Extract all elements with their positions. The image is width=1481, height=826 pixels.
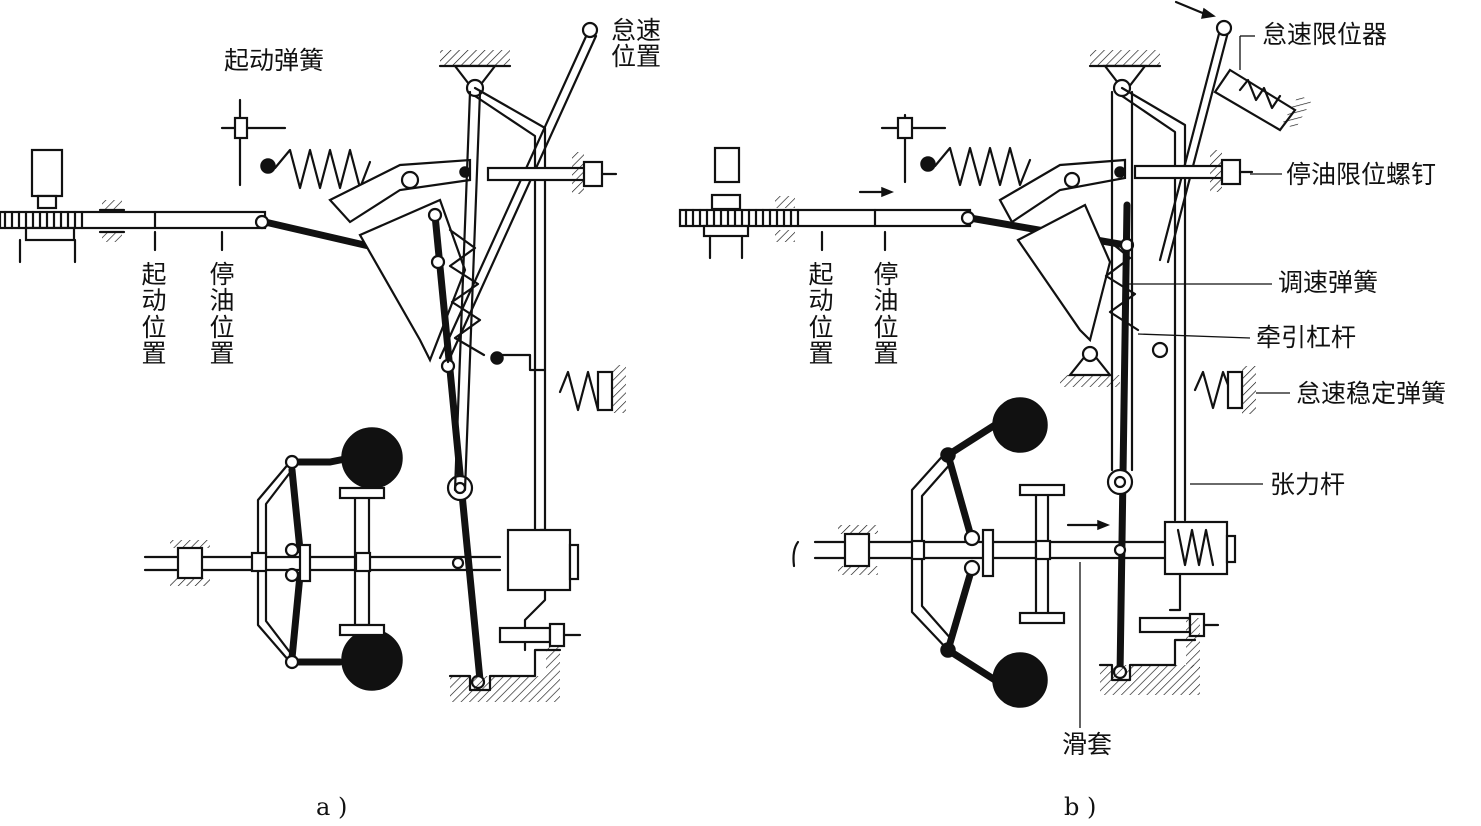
idle-stabilizer-spring-a [558,365,626,413]
governor-spring-a [448,228,486,357]
leader-lines-b [1079,35,1290,728]
bottom-ground-b [1098,618,1200,695]
start-spring-bracket-b [880,113,947,184]
tension-lever-b [1120,86,1187,522]
label-stop-position-b: 停油位置 [873,260,899,368]
control-rack-a [0,210,267,230]
idle-stabilizer-spring-b [1193,366,1256,414]
start-spring-bracket-a [220,98,287,187]
flyweight-lower-b [992,652,1048,708]
shaft-bearing-a [170,540,210,586]
label-start-position-b: 起动位置 [808,260,834,368]
control-rack-b [678,208,972,228]
panel-b-mechanism [678,0,1312,728]
label-tension-lever: 张力杆 [1270,470,1346,499]
label-start-spring: 起动弹簧 [224,46,325,75]
caption-b: b ) [1064,793,1097,821]
flyweight-carrier-b [910,448,954,652]
label-idle-stabilizer-spring: 怠速稳定弹簧 [1296,379,1447,408]
label-overspeed-limiter: 怠速限位器 [1262,20,1388,49]
flyweight-upper-b [992,397,1048,453]
rack-guide-b [775,196,795,242]
rack-gear-b [702,146,750,260]
label-traction-lever: 牵引杠杆 [1256,323,1357,352]
idle-lever-a [438,30,590,360]
traction-lever-b [1116,201,1131,679]
rack-guide-a [98,200,126,242]
caption-a: a ) [316,793,348,821]
stop-screw-b [1133,150,1254,192]
shaft-bearing-b [838,525,878,575]
stop-screw-a [486,152,618,194]
limiter-arrow-b [1174,0,1207,16]
label-governor-spring: 调速弹簧 [1278,268,1379,297]
label-stop-position-a: 停油位置 [209,260,235,368]
governor-spring-b [1104,238,1140,332]
start-spring-a [273,148,372,190]
flyweight-upper-a [341,427,403,489]
label-sliding-sleeve: 滑套 [1062,730,1113,759]
sleeve-housing-a [498,528,582,652]
panel-a-mechanism [0,21,626,702]
flyweight-lower-a [341,629,403,691]
label-overspeed-position-a: 怠速位置 [610,16,661,72]
rack-gear-a [18,148,77,264]
lever-cluster-b [998,158,1127,343]
rotation-arrow-b [792,540,800,568]
label-start-position-a: 起动位置 [141,260,167,368]
lower-pivot-b [1060,341,1169,387]
overspeed-limiter-b [1158,19,1312,264]
label-stop-limit-screw: 停油限位螺钉 [1286,160,1437,189]
